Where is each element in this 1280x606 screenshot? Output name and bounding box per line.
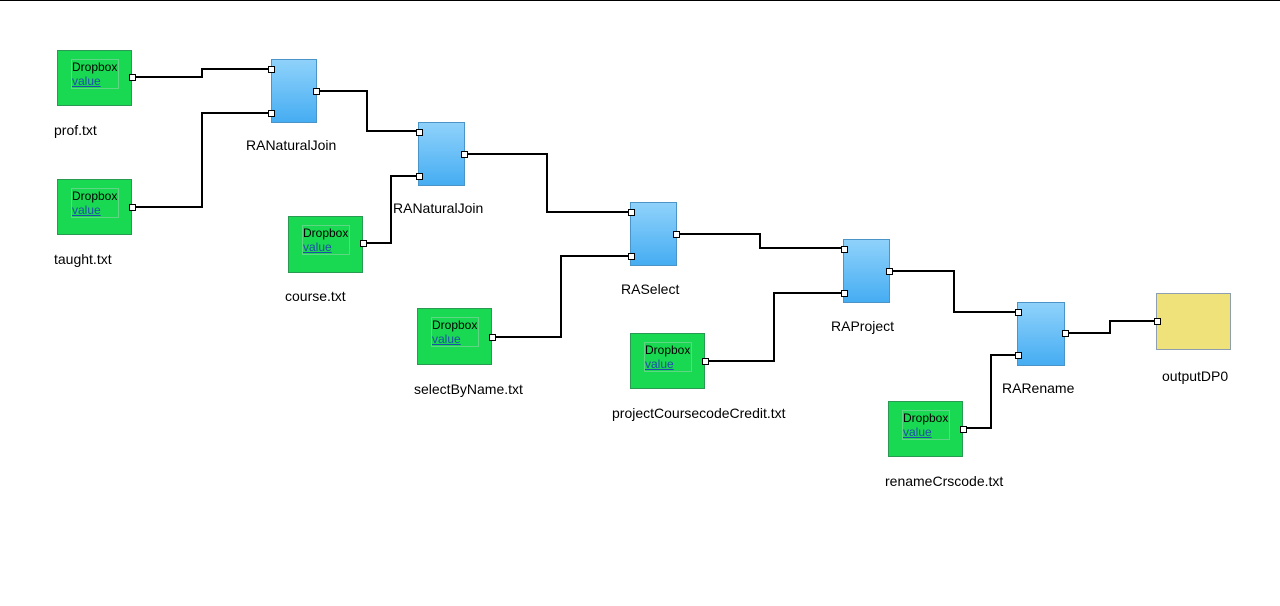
source-title: Dropbox xyxy=(432,318,478,332)
source-widget: Dropbox value xyxy=(302,225,350,255)
edge-renameCrscode-rename[interactable] xyxy=(963,354,1018,429)
operator-caption: RAProject xyxy=(831,318,895,334)
edge-selectByName-select[interactable] xyxy=(492,255,631,338)
sink-node-output[interactable] xyxy=(1154,293,1231,350)
edge-rename-output[interactable] xyxy=(1065,320,1157,334)
edge-join2-select[interactable] xyxy=(464,153,631,213)
source-node-course[interactable]: Dropbox value xyxy=(288,216,367,273)
edge-course-join2[interactable] xyxy=(363,175,419,244)
source-node-renameCrscode[interactable]: Dropbox value xyxy=(888,401,967,457)
output-port[interactable] xyxy=(886,268,893,275)
source-title: Dropbox xyxy=(72,189,118,203)
input-port-1[interactable] xyxy=(1015,309,1022,316)
output-port[interactable] xyxy=(461,151,468,158)
source-caption: renameCrscode.txt xyxy=(885,473,1004,489)
source-widget: Dropbox value xyxy=(71,188,119,218)
output-port[interactable] xyxy=(673,231,680,238)
top-border xyxy=(0,0,1280,1)
operator-node-join2[interactable] xyxy=(416,122,468,186)
source-node-projectCoursecodeCredit[interactable]: Dropbox value xyxy=(630,333,709,389)
source-caption: course.txt xyxy=(285,288,346,304)
source-title: Dropbox xyxy=(72,60,118,74)
input-port-1[interactable] xyxy=(416,129,423,136)
output-port[interactable] xyxy=(960,426,967,433)
source-widget: Dropbox value xyxy=(431,317,479,347)
value-link[interactable]: value xyxy=(72,203,101,217)
input-port-2[interactable] xyxy=(1015,352,1022,359)
source-node-prof[interactable]: Dropbox value xyxy=(57,50,136,106)
edge-prof-join1[interactable] xyxy=(132,68,271,78)
source-caption: projectCoursecodeCredit.txt xyxy=(612,405,786,421)
value-link[interactable]: value xyxy=(303,240,332,254)
input-port-1[interactable] xyxy=(628,209,635,216)
input-port-2[interactable] xyxy=(841,290,848,297)
source-title: Dropbox xyxy=(903,411,949,425)
source-caption: taught.txt xyxy=(54,251,112,267)
input-port-1[interactable] xyxy=(268,66,275,73)
source-title: Dropbox xyxy=(303,226,349,240)
edge-taught-join1[interactable] xyxy=(132,112,271,208)
operator-node-rename[interactable] xyxy=(1015,302,1069,366)
operator-node-select[interactable] xyxy=(628,202,680,266)
source-widget: Dropbox value xyxy=(902,410,950,440)
input-port-1[interactable] xyxy=(1154,318,1161,325)
value-link[interactable]: value xyxy=(432,332,461,346)
input-port-1[interactable] xyxy=(841,246,848,253)
operator-node-project[interactable] xyxy=(841,239,893,303)
edge-project-rename[interactable] xyxy=(889,270,1018,313)
operator-node-join1[interactable] xyxy=(268,59,320,123)
source-node-selectByName[interactable]: Dropbox value xyxy=(417,308,496,365)
edge-projectCC-project[interactable] xyxy=(705,292,844,362)
value-link[interactable]: value xyxy=(72,74,101,88)
operator-caption: RARename xyxy=(1002,380,1075,396)
output-port[interactable] xyxy=(702,358,709,365)
value-link[interactable]: value xyxy=(645,357,674,371)
input-port-2[interactable] xyxy=(268,110,275,117)
source-title: Dropbox xyxy=(645,343,691,357)
output-port[interactable] xyxy=(360,240,367,247)
value-link[interactable]: value xyxy=(903,425,932,439)
sink-caption: outputDP0 xyxy=(1162,368,1229,384)
output-port[interactable] xyxy=(489,334,496,341)
output-port[interactable] xyxy=(1062,330,1069,337)
output-port[interactable] xyxy=(129,204,136,211)
source-caption: prof.txt xyxy=(54,122,97,138)
output-port[interactable] xyxy=(313,88,320,95)
input-port-2[interactable] xyxy=(628,253,635,260)
operator-caption: RANaturalJoin xyxy=(246,137,337,153)
edge-join1-join2[interactable] xyxy=(316,90,419,132)
source-widget: Dropbox value xyxy=(71,59,119,89)
source-caption: selectByName.txt xyxy=(414,381,523,397)
output-port[interactable] xyxy=(129,74,136,81)
source-widget: Dropbox value xyxy=(644,342,692,372)
source-node-taught[interactable]: Dropbox value xyxy=(57,179,136,235)
operator-caption: RASelect xyxy=(621,281,680,297)
input-port-2[interactable] xyxy=(416,173,423,180)
operator-caption: RANaturalJoin xyxy=(393,200,484,216)
edge-select-project[interactable] xyxy=(677,233,844,249)
